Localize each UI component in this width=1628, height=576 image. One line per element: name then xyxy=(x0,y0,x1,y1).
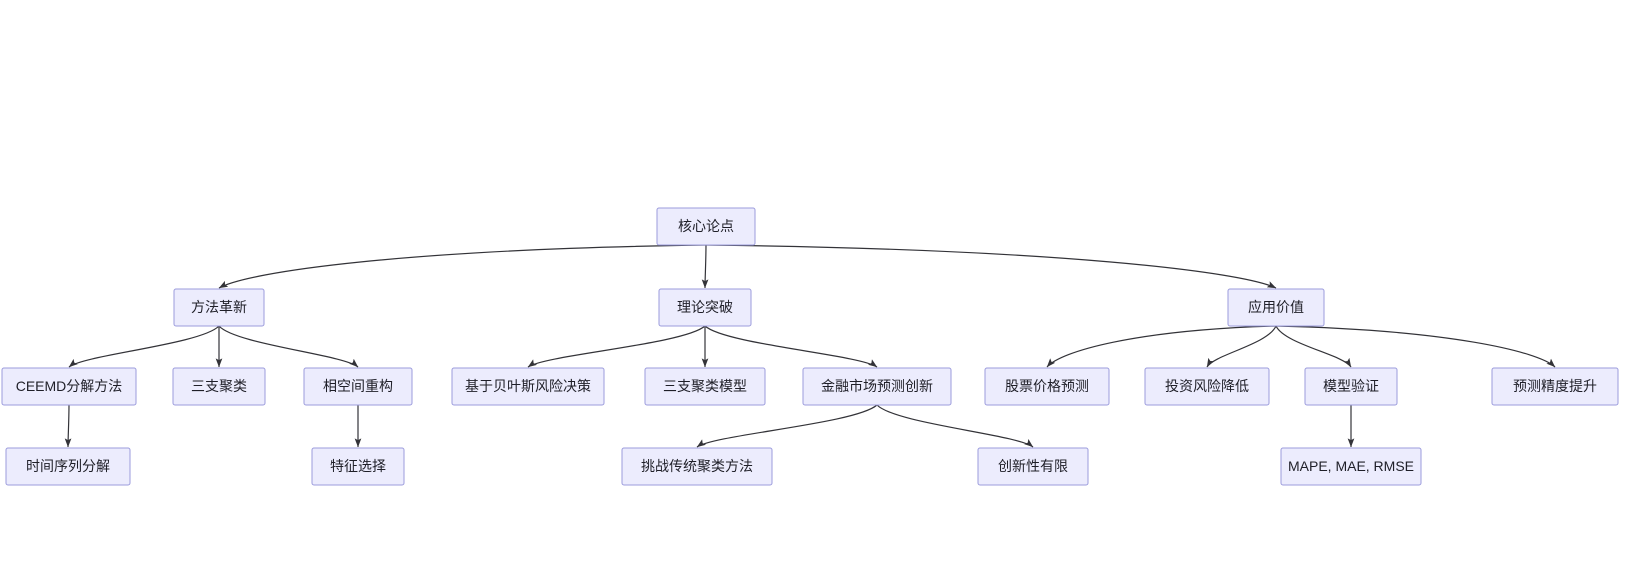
node-label: 股票价格预测 xyxy=(1005,378,1089,394)
edge-l2f-to-l3c xyxy=(696,404,878,448)
edge-l1c-to-l2i xyxy=(1275,325,1352,368)
edge-l2f-to-l3d xyxy=(876,404,1034,448)
edge-l1b-to-l2d xyxy=(527,325,706,368)
node-box xyxy=(173,288,265,327)
edge-layer xyxy=(64,244,1556,448)
node-l2i[interactable]: 模型验证 xyxy=(1304,367,1398,406)
node-l2j[interactable]: 预测精度提升 xyxy=(1491,367,1619,406)
node-label: CEEMD分解方法 xyxy=(16,378,123,394)
node-l2h[interactable]: 投资风险降低 xyxy=(1144,367,1270,406)
node-box xyxy=(303,367,413,406)
edge-l2a-to-l3a xyxy=(64,404,72,448)
node-l2g[interactable]: 股票价格预测 xyxy=(984,367,1110,406)
node-box xyxy=(1227,288,1325,327)
node-label: 创新性有限 xyxy=(998,458,1068,474)
node-label: 方法革新 xyxy=(191,299,247,315)
node-box xyxy=(644,367,766,406)
node-box xyxy=(656,207,756,246)
node-l2b[interactable]: 三支聚类 xyxy=(172,367,266,406)
node-label: 基于贝叶斯风险决策 xyxy=(465,378,591,394)
node-label: MAPE, MAE, RMSE xyxy=(1288,458,1414,474)
node-label: 预测精度提升 xyxy=(1513,378,1597,394)
node-l1b[interactable]: 理论突破 xyxy=(658,288,752,327)
edge-root-to-l1b xyxy=(701,244,709,289)
node-l3e[interactable]: MAPE, MAE, RMSE xyxy=(1280,447,1422,486)
node-box xyxy=(1144,367,1270,406)
node-label: 相空间重构 xyxy=(323,378,393,394)
node-box xyxy=(984,367,1110,406)
node-box xyxy=(1304,367,1398,406)
node-l3a[interactable]: 时间序列分解 xyxy=(5,447,131,486)
node-l2f[interactable]: 金融市场预测创新 xyxy=(802,367,952,406)
edge-l1c-to-l2j xyxy=(1275,325,1556,368)
node-l3d[interactable]: 创新性有限 xyxy=(977,447,1089,486)
edge-l1c-to-l2h xyxy=(1206,325,1277,368)
node-label: 挑战传统聚类方法 xyxy=(641,458,753,474)
node-label: 投资风险降低 xyxy=(1165,378,1249,394)
node-box xyxy=(451,367,605,406)
node-box xyxy=(311,447,405,486)
node-label: 特征选择 xyxy=(330,458,386,474)
node-l2c[interactable]: 相空间重构 xyxy=(303,367,413,406)
node-label: 金融市场预测创新 xyxy=(821,378,933,394)
node-label: 时间序列分解 xyxy=(26,458,110,474)
node-l2e[interactable]: 三支聚类模型 xyxy=(644,367,766,406)
node-l3c[interactable]: 挑战传统聚类方法 xyxy=(621,447,773,486)
node-box xyxy=(172,367,266,406)
node-label: 三支聚类 xyxy=(191,378,247,394)
node-box xyxy=(1280,447,1422,486)
node-box xyxy=(1,367,137,406)
node-label: 模型验证 xyxy=(1323,378,1379,394)
node-label: 应用价值 xyxy=(1248,299,1304,315)
edge-l1a-to-l2c xyxy=(218,325,359,368)
node-label: 理论突破 xyxy=(677,299,733,315)
node-l2a[interactable]: CEEMD分解方法 xyxy=(1,367,137,406)
node-box xyxy=(977,447,1089,486)
node-box xyxy=(802,367,952,406)
node-box xyxy=(658,288,752,327)
node-l1a[interactable]: 方法革新 xyxy=(173,288,265,327)
node-box xyxy=(1491,367,1619,406)
edge-root-to-l1c xyxy=(705,244,1277,289)
node-box xyxy=(621,447,773,486)
node-root[interactable]: 核心论点 xyxy=(656,207,756,246)
edge-l1b-to-l2f xyxy=(704,325,878,368)
node-l3b[interactable]: 特征选择 xyxy=(311,447,405,486)
node-box xyxy=(5,447,131,486)
node-label: 核心论点 xyxy=(678,218,734,234)
node-label: 三支聚类模型 xyxy=(663,378,747,394)
edge-l1c-to-l2g xyxy=(1046,325,1277,368)
edge-root-to-l1a xyxy=(218,244,707,289)
node-l1c[interactable]: 应用价值 xyxy=(1227,288,1325,327)
edge-l1a-to-l2a xyxy=(68,325,220,368)
node-l2d[interactable]: 基于贝叶斯风险决策 xyxy=(451,367,605,406)
